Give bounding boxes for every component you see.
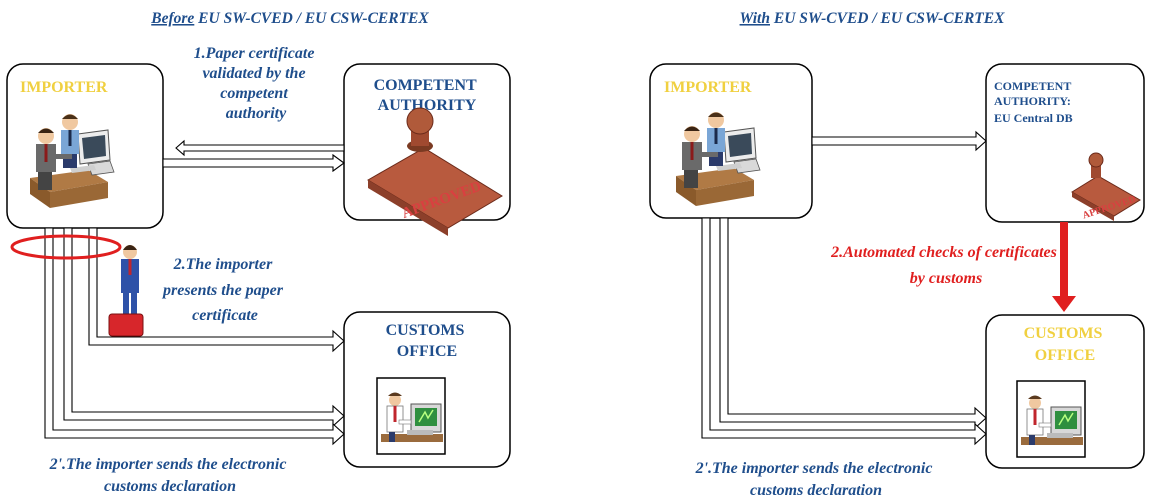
after-authority-label: COMPETENT AUTHORITY: EU Central DB [994, 79, 1074, 125]
highlight-ellipse [10, 234, 122, 260]
before-electronic-route-arrow-1 [63, 227, 345, 428]
after-title-underlined: With [740, 10, 770, 27]
before-authority-box: COMPETENT AUTHORITY APPROVED [343, 63, 511, 236]
approved-stamp-icon: APPROVED [367, 107, 503, 236]
before-importer-label: IMPORTER [20, 79, 108, 96]
before-paper-route-arrow [88, 227, 345, 353]
before-customs-box: CUSTOMS OFFICE [343, 311, 511, 468]
after-step2b-label: 2'.The importer sends the electronic cus… [695, 460, 937, 499]
after-importer-box: IMPORTER [649, 63, 813, 219]
after-customs-box: CUSTOMS OFFICE [985, 314, 1145, 469]
after-step2-label: 2.Automated checks of certificates by cu… [830, 244, 1061, 287]
before-step2-label: 2.The importer presents the paper certif… [161, 256, 287, 324]
before-importer-to-authority-arrow [162, 153, 345, 173]
after-authority-box: COMPETENT AUTHORITY: EU Central DB APPRO… [985, 63, 1145, 223]
after-electronic-route-arrow-1 [719, 217, 987, 430]
before-authority-to-importer-arrow [175, 139, 345, 157]
after-importer-label: IMPORTER [664, 79, 752, 96]
before-step2b-label: 2'.The importer sends the electronic cus… [49, 456, 291, 495]
after-customs-label: CUSTOMS OFFICE [1024, 325, 1107, 364]
before-title-underlined: Before [150, 10, 194, 27]
before-customs-label: CUSTOMS OFFICE [386, 322, 469, 360]
before-title-rest: EU SW-CVED / EU CSW-CERTEX [194, 10, 429, 27]
automated-check-arrow [1052, 222, 1076, 312]
after-panel-title: With EU SW-CVED / EU CSW-CERTEX [740, 10, 1006, 27]
before-authority-label: COMPETENT AUTHORITY [374, 77, 481, 114]
after-importer-to-authority-arrow [811, 130, 987, 152]
after-electronic-route-arrow-2 [701, 217, 987, 446]
before-panel-title: Before EU SW-CVED / EU CSW-CERTEX [150, 10, 429, 27]
briefcase-icon [108, 313, 144, 337]
before-step1-label: 1.Paper certificate validated by the com… [194, 45, 319, 122]
before-electronic-route-arrow-2 [44, 227, 345, 446]
after-title-rest: EU SW-CVED / EU CSW-CERTEX [770, 10, 1005, 27]
before-importer-box: IMPORTER [6, 63, 164, 229]
importer-walking-icon [108, 245, 144, 337]
